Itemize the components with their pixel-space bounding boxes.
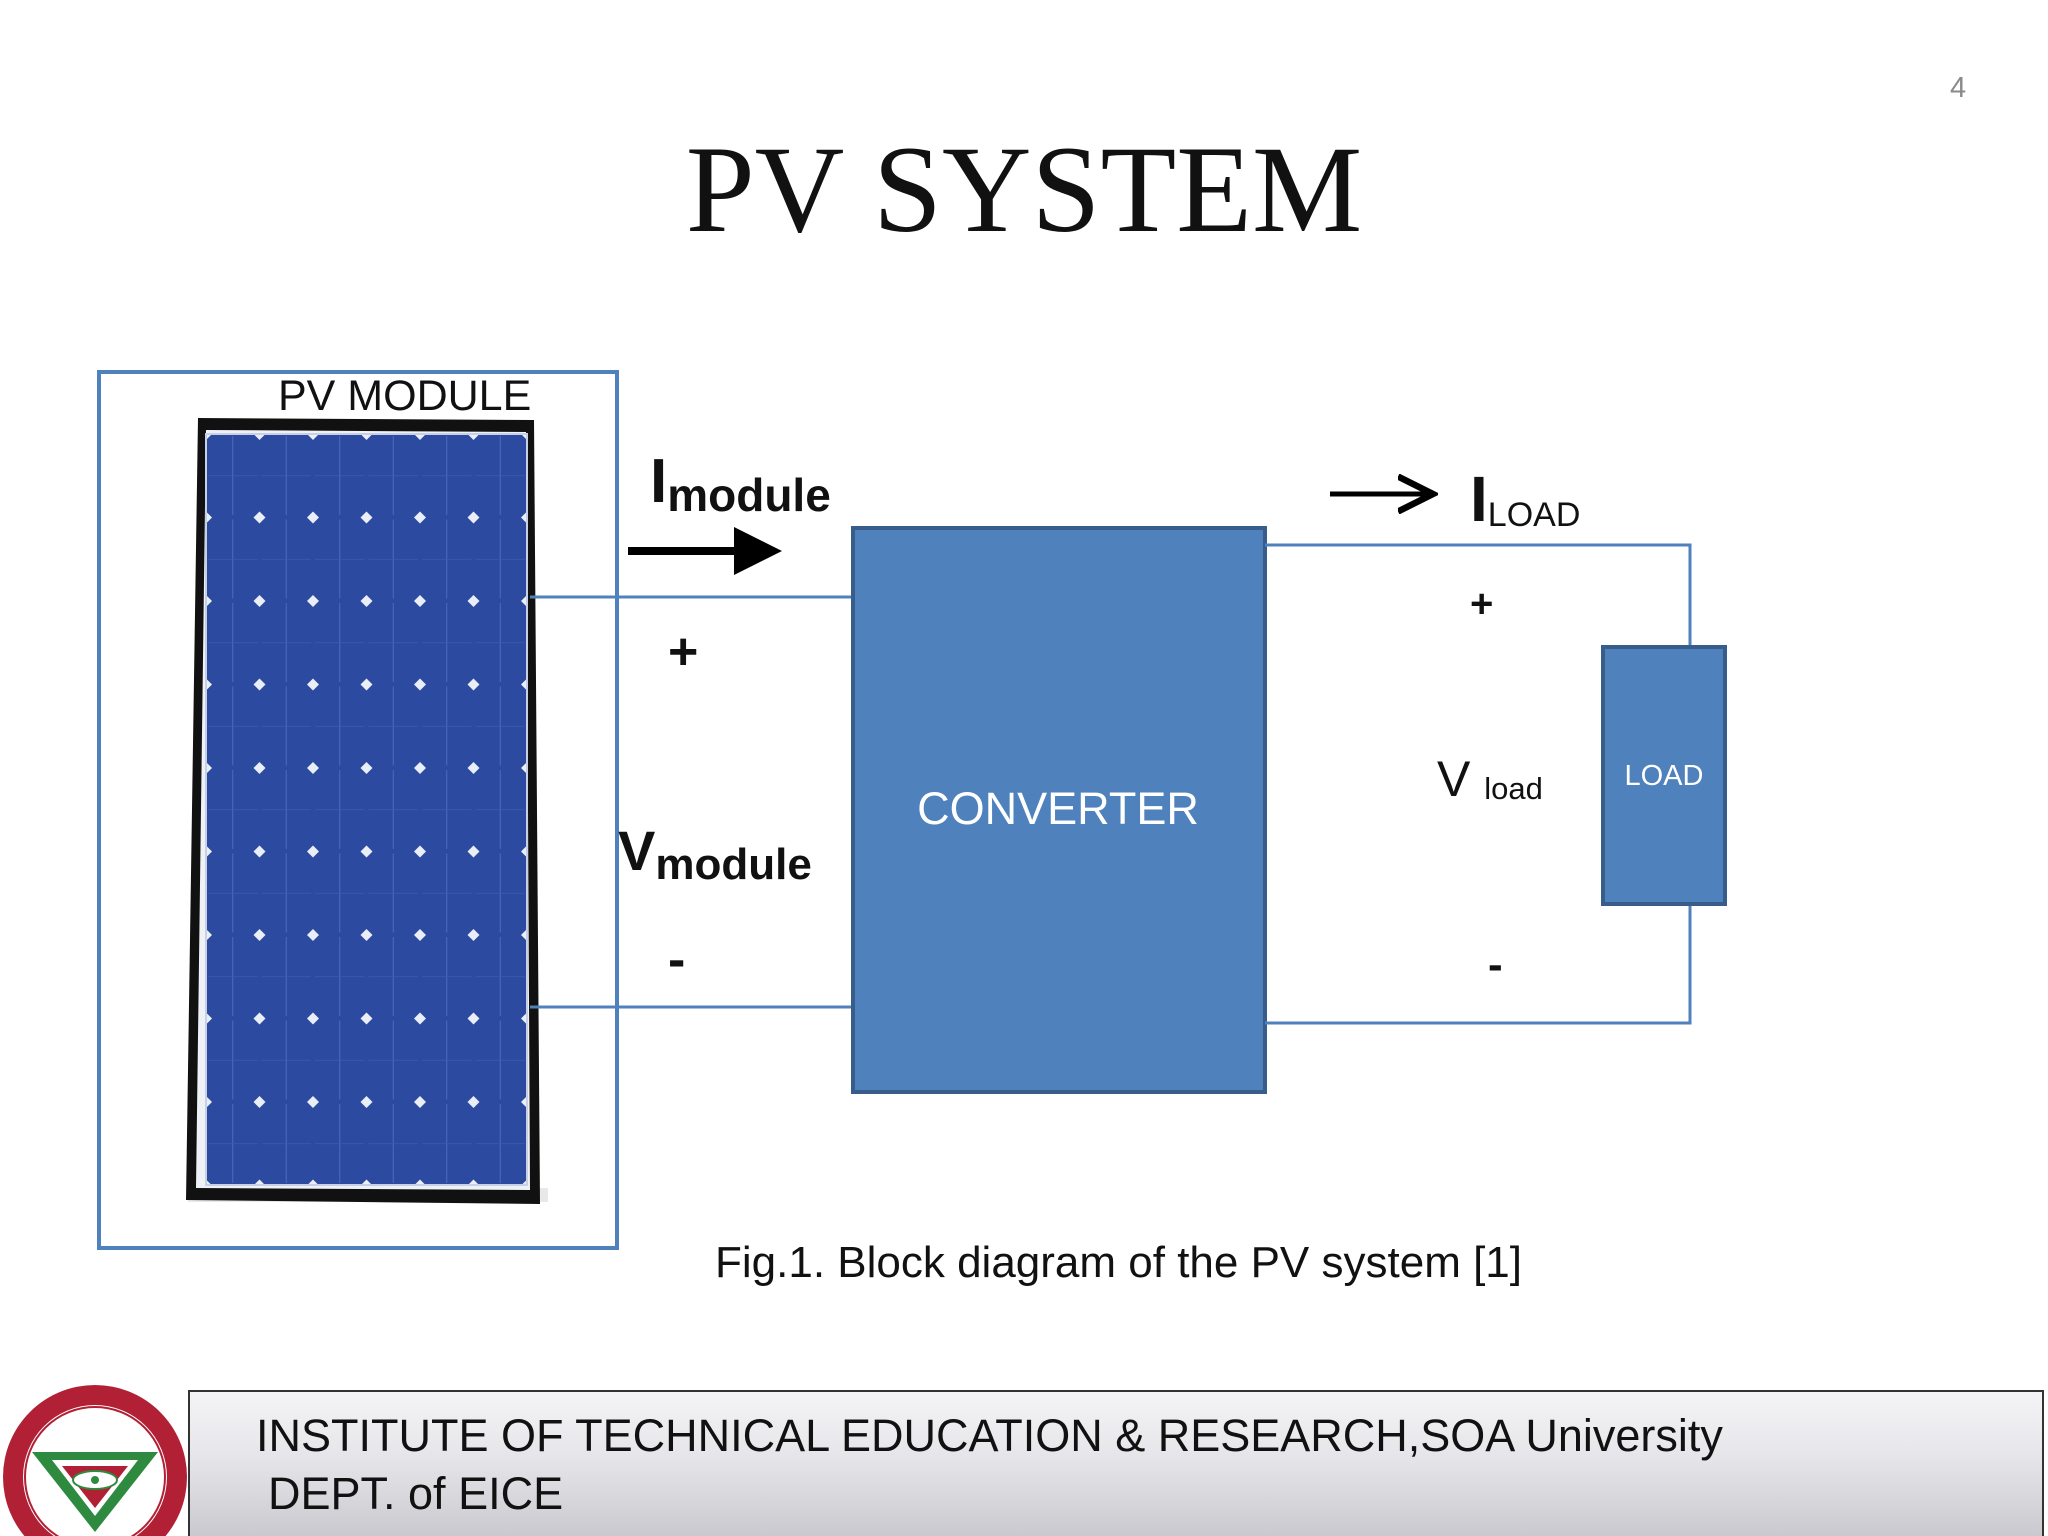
v-load-main: V bbox=[1437, 751, 1485, 807]
footer-institute: INSTITUTE OF TECHNICAL EDUCATION & RESEA… bbox=[256, 1410, 1723, 1461]
output-minus-sign: - bbox=[1488, 940, 1503, 989]
i-module-main: I bbox=[650, 447, 668, 516]
slide-number: 4 bbox=[1950, 72, 1967, 104]
input-minus-sign: - bbox=[668, 931, 686, 989]
v-load-sub: load bbox=[1484, 771, 1543, 807]
pv-module-label: PV MODULE bbox=[278, 372, 532, 420]
wire-load-positive bbox=[1265, 543, 1692, 647]
i-load-label: ILOAD bbox=[1470, 462, 1580, 536]
i-module-label: Imodule bbox=[650, 446, 831, 522]
footer-department: DEPT. of EICE bbox=[268, 1468, 564, 1519]
v-module-label: Vmodule bbox=[618, 818, 812, 890]
v-module-sub: module bbox=[655, 839, 812, 889]
v-module-main: V bbox=[618, 819, 656, 882]
figure-caption: Fig.1. Block diagram of the PV system [1… bbox=[715, 1238, 1522, 1287]
footer-bar: INSTITUTE OF TECHNICAL EDUCATION & RESEA… bbox=[188, 1390, 2044, 1536]
v-load-label: V load bbox=[1437, 750, 1543, 808]
slide-title: PV SYSTEM bbox=[685, 121, 1363, 258]
load-label: LOAD bbox=[1624, 760, 1704, 792]
pv-module-frame bbox=[97, 370, 619, 1250]
wire-load-negative bbox=[1265, 904, 1692, 1025]
load-block bbox=[1601, 645, 1727, 906]
university-logo bbox=[3, 1385, 187, 1536]
solar-panel-image bbox=[186, 418, 548, 1204]
converter-label: CONVERTER bbox=[917, 783, 1199, 834]
i-load-main: I bbox=[1470, 463, 1488, 535]
output-plus-sign: + bbox=[1470, 582, 1494, 626]
i-module-sub: module bbox=[667, 469, 831, 522]
input-plus-sign: + bbox=[668, 623, 699, 681]
converter-block bbox=[851, 526, 1267, 1094]
i-load-sub: LOAD bbox=[1487, 496, 1581, 535]
